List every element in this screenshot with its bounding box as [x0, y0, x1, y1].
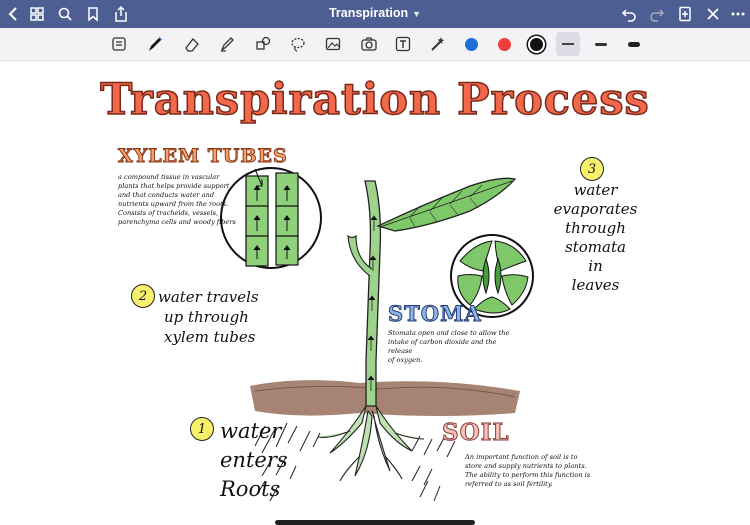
step-1-line: enters — [220, 448, 288, 472]
title-bar: Transpiration▼ — [0, 0, 750, 28]
stroke-thick-option[interactable] — [622, 32, 646, 56]
chevron-down-icon: ▼ — [412, 9, 422, 19]
step-1-badge: 1 — [190, 417, 214, 441]
redo-icon[interactable] — [647, 4, 667, 24]
leaf — [376, 177, 517, 232]
back-icon[interactable] — [4, 4, 24, 24]
xylem-line: plants that helps provide support — [118, 182, 230, 190]
color-black-swatch[interactable] — [524, 32, 548, 56]
color-red-swatch[interactable] — [492, 32, 516, 56]
read-mode-icon[interactable] — [107, 32, 131, 56]
search-icon[interactable] — [55, 4, 75, 24]
laser-pointer-icon[interactable] — [426, 32, 450, 56]
stoma-heading: STOMA — [388, 301, 482, 327]
step-2-badge: 2 — [131, 284, 155, 308]
note-canvas[interactable]: Transpiration Process XYLEM TUBES a comp… — [0, 61, 750, 525]
color-dot — [497, 37, 511, 51]
stoma-line: Stomata open and close to allow the — [388, 329, 510, 337]
document-title[interactable]: Transpiration▼ — [0, 6, 750, 20]
roots — [317, 405, 425, 482]
step-3-badge: 3 — [580, 157, 604, 181]
step-1-line: Roots — [220, 477, 281, 501]
eraser-icon[interactable] — [180, 32, 204, 56]
step-2-text: water travels up through xylem tubes — [158, 287, 288, 347]
soil-line: An important function of soil is to — [465, 453, 578, 461]
step-2-line: xylem tubes — [164, 328, 256, 346]
soil-hatching — [254, 422, 456, 502]
text-tool-icon[interactable] — [391, 32, 415, 56]
color-dot — [529, 37, 543, 51]
plant-stem — [364, 180, 382, 407]
xylem-line: parenchyma cells and woody fibers — [118, 218, 236, 226]
lasso-icon[interactable] — [286, 32, 310, 56]
share-icon[interactable] — [111, 4, 131, 24]
step-3-line: through — [565, 219, 626, 237]
soil-heading: SOIL — [442, 419, 510, 447]
xylem-description: a compound tissue in vascular plants tha… — [118, 173, 236, 227]
pen-tool-icon[interactable] — [143, 32, 167, 56]
xylem-tubes — [245, 172, 299, 267]
bookmark-icon[interactable] — [83, 4, 103, 24]
xylem-line: a compound tissue in vascular — [118, 173, 220, 181]
stroke-thin-line — [562, 43, 574, 45]
sketch-drawing — [220, 167, 534, 502]
color-dot — [464, 37, 478, 51]
shapes-icon[interactable] — [251, 32, 275, 56]
page-title: Transpiration Process — [99, 74, 650, 126]
step-2-line: up through — [164, 308, 249, 326]
stroke-medium-option[interactable] — [589, 32, 613, 56]
step-1-text: water enters Roots — [220, 417, 315, 504]
color-blue-swatch[interactable] — [459, 32, 483, 56]
grid-icon[interactable] — [27, 4, 47, 24]
stem-arrows — [367, 215, 378, 391]
undo-icon[interactable] — [619, 4, 639, 24]
step-1-line: water — [220, 419, 282, 443]
soil-line: The ability to perform this function is — [465, 471, 591, 479]
xylem-line: nutrients upward from the roots. — [118, 200, 229, 208]
drawing-toolbar — [0, 28, 750, 61]
highlighter-icon[interactable] — [215, 32, 239, 56]
step-2-line: water travels — [158, 288, 259, 306]
stroke-thick-line — [628, 41, 640, 47]
stroke-thin-option[interactable] — [556, 32, 580, 56]
home-indicator[interactable] — [275, 520, 475, 525]
step-3-line: stomata — [565, 238, 626, 256]
soil-line: store and supply nutrients to plants. — [465, 462, 587, 470]
xylem-line: and that conducts water and — [118, 191, 215, 199]
soil-band — [250, 380, 520, 416]
more-icon[interactable] — [728, 4, 748, 24]
stoma-line: of oxygen. — [388, 356, 423, 364]
add-page-icon[interactable] — [675, 4, 695, 24]
step-3-line: in — [588, 257, 603, 275]
stoma-line: intake of carbon dioxide and the release — [388, 338, 497, 355]
xylem-line: Consists of tracheids, vessels, — [118, 209, 219, 217]
step-3-line: water — [573, 181, 618, 199]
document-title-text: Transpiration — [328, 6, 409, 20]
step-3-line: leaves — [571, 276, 620, 294]
step-3-text: water evaporates through stomata in leav… — [548, 181, 643, 295]
stoma-cells — [457, 240, 529, 314]
step-3-line: evaporates — [553, 200, 638, 218]
close-icon[interactable] — [703, 4, 723, 24]
stroke-medium-line — [595, 42, 607, 46]
xylem-circle — [220, 167, 322, 269]
camera-icon[interactable] — [357, 32, 381, 56]
soil-line: referred to as soil fertility. — [465, 480, 553, 488]
xylem-pointer-arrow — [254, 168, 263, 187]
xylem-heading: XYLEM TUBES — [118, 145, 288, 168]
soil-description: An important function of soil is to stor… — [465, 453, 610, 489]
image-icon[interactable] — [321, 32, 345, 56]
stoma-description: Stomata open and close to allow the inta… — [388, 329, 518, 365]
